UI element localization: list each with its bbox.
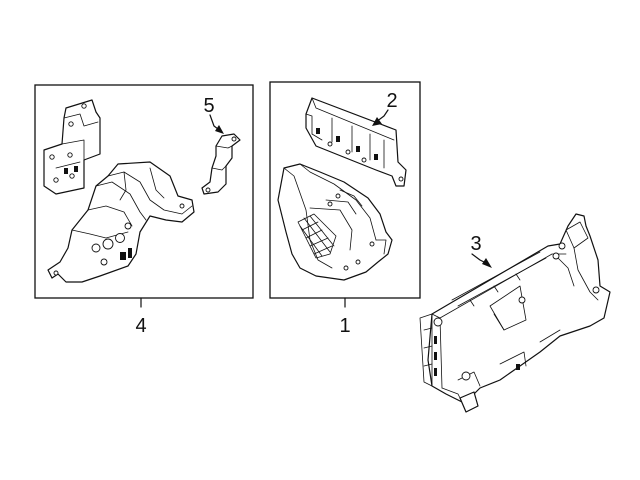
callout-3: 3 — [470, 233, 481, 255]
bracket-2 — [305, 97, 407, 187]
housing-3 — [419, 213, 611, 413]
callout-5: 5 — [203, 95, 214, 117]
group-box-4 — [34, 84, 254, 299]
mounting-plate — [43, 99, 101, 195]
callout-1: 1 — [339, 315, 350, 337]
heat-shield-4 — [47, 161, 195, 283]
callout-4: 4 — [135, 315, 146, 337]
heat-shield-1 — [277, 163, 393, 281]
clip-5 — [201, 133, 241, 195]
callout-2: 2 — [386, 90, 397, 112]
